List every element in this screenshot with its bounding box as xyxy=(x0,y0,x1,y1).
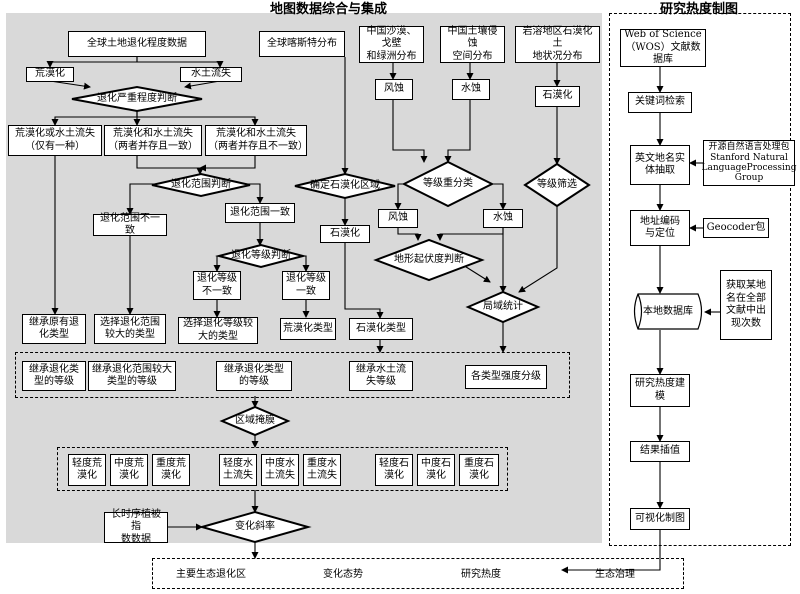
grade-overlay-label: 等级重分类 xyxy=(423,178,473,189)
desert-type-box: 荒漠化类型 xyxy=(280,318,336,340)
research-heat-panel xyxy=(609,13,791,546)
light-desertification-box: 轻度荒 漠化 xyxy=(68,454,106,486)
range-inconsistent-box: 退化范围不一致 xyxy=(93,213,167,236)
range-judgment-label: 退化范围判断 xyxy=(171,179,231,190)
rocky-left-box: 石漠化 xyxy=(320,225,370,243)
china-desert-box: 中国沙漠、戈壁 和绿洲分布 xyxy=(359,26,424,63)
ndvi-series-box: 长时序植被指 数数据 xyxy=(104,509,168,545)
change-slope-label: 变化斜率 xyxy=(235,521,275,532)
grade-screen-diamond: 等级筛选 xyxy=(525,164,589,206)
light-soil-loss-box: 轻度水 土流失 xyxy=(219,454,257,486)
karst-sw-box: 岩溶地区石漠化土 地状况分布 xyxy=(515,26,600,63)
moderate-desertification-box: 中度荒 漠化 xyxy=(110,454,148,486)
severity-class-group xyxy=(57,447,508,491)
select-grade-box: 选择退化等级较 大的类型 xyxy=(178,317,258,344)
severe-soil-loss-box: 重度水 土流失 xyxy=(303,454,341,486)
severe-rocky-box: 重度石 漠化 xyxy=(459,454,499,486)
left-section-title: 地图数据综合与集成 xyxy=(270,2,388,17)
type-intensity-grading-box: 各类型强度分级 xyxy=(465,365,547,389)
geocoder-package-box: Geocoder包 xyxy=(703,218,769,238)
terrain-judgment-diamond: 地形起伏度判断 xyxy=(376,240,482,280)
global-degradation-data-box: 全球土地退化程度数据 xyxy=(68,31,206,57)
severe-desertification-box: 重度荒 漠化 xyxy=(152,454,190,486)
grade-judgment-diamond: 退化等级判断 xyxy=(219,245,303,267)
wind-erosion-top-box: 风蚀 xyxy=(375,79,413,100)
output-group xyxy=(152,558,684,589)
either-type-box: 荒漠化或水土流失 （仅有一种） xyxy=(8,125,102,156)
inherit-large-range-grade-box: 继承退化范围较大 类型的等级 xyxy=(88,361,176,391)
change-slope-diamond: 变化斜率 xyxy=(202,512,308,542)
local-database-cylinder: 本地数据库 xyxy=(630,293,706,330)
inherit-water-grade-box: 继承水土流 失等级 xyxy=(349,361,413,391)
grade-inconsistent-box: 退化等级 不一致 xyxy=(193,271,241,300)
local-statistics-diamond: 局域统计 xyxy=(468,292,538,322)
water-erosion-mid-box: 水蚀 xyxy=(483,209,523,228)
geocode-box: 地址编码 与定位 xyxy=(630,210,690,246)
grade-consistent-box: 退化等级 一致 xyxy=(282,271,330,300)
output-trend: 变化态势 xyxy=(323,568,363,580)
water-erosion-top-box: 水蚀 xyxy=(452,79,490,100)
rocky-region-diamond: 确定石漠化区域 xyxy=(295,174,395,198)
terrain-judgment-label: 地形起伏度判断 xyxy=(394,254,464,265)
region-mask-diamond: 区域掩膜 xyxy=(222,407,288,435)
inherit-type-grade-box: 继承退化类型 的等级 xyxy=(216,361,292,391)
severity-judgment-label: 退化严重程度判断 xyxy=(97,93,177,104)
moderate-rocky-box: 中度石 漠化 xyxy=(417,454,455,486)
output-eco-governance: 生态治理 xyxy=(595,568,635,580)
local-database-label: 本地数据库 xyxy=(643,305,693,317)
severity-judgment-diamond: 退化严重程度判断 xyxy=(72,87,202,111)
range-consistent-box: 退化范围一致 xyxy=(225,203,295,223)
region-mask-label: 区域掩膜 xyxy=(235,415,275,426)
china-erosion-box: 中国土壤侵蚀 空间分布 xyxy=(440,26,505,63)
occurrence-count-box: 获取某地 名在全部 文献中出 现次数 xyxy=(720,270,772,340)
output-research-heat: 研究热度 xyxy=(461,568,501,580)
inherit-type-box: 继承原有退 化类型 xyxy=(22,314,86,344)
keyword-search-box: 关键词检索 xyxy=(628,92,692,113)
grade-judgment-label: 退化等级判断 xyxy=(231,250,291,261)
rocky-right-box: 石漠化 xyxy=(535,86,580,107)
output-eco-region: 主要生态退化区 xyxy=(176,568,246,580)
both-consistent-box: 荒漠化和水土流失 （两者并存且一致） xyxy=(104,125,202,156)
interpolation-box: 结果插值 xyxy=(630,441,690,462)
both-inconsistent-box: 荒漠化和水土流失 （两者并存且不一致） xyxy=(205,125,308,156)
light-rocky-box: 轻度石 漠化 xyxy=(375,454,413,486)
place-extraction-box: 英文地名实 体抽取 xyxy=(630,145,690,185)
rocky-type-box: 石漠化类型 xyxy=(349,318,413,340)
heat-model-box: 研究热度建 模 xyxy=(630,374,690,407)
rocky-region-label: 确定石漠化区域 xyxy=(310,180,380,191)
grade-overlay-diamond: 等级重分类 xyxy=(404,162,492,206)
global-karst-box: 全球喀斯特分布 xyxy=(259,31,345,57)
inherit-degradation-grade-box: 继承退化类 型的等级 xyxy=(22,361,86,391)
grade-inherit-group xyxy=(15,352,570,398)
local-statistics-label: 局域统计 xyxy=(483,301,523,312)
grade-screen-label: 等级筛选 xyxy=(537,179,577,190)
stanford-nlp-box: 开源自然语言处理包 Stanford Natural LanguageProce… xyxy=(702,140,796,186)
wind-erosion-mid-box: 风蚀 xyxy=(378,209,418,228)
soil-loss-box: 水土流失 xyxy=(180,67,242,82)
wos-database-box: Web of Science （WOS）文献数据库 xyxy=(620,29,706,67)
visualization-box: 可视化制图 xyxy=(630,508,690,530)
desertification-box: 荒漠化 xyxy=(26,67,74,82)
select-range-box: 选择退化范围 较大的类型 xyxy=(94,314,166,344)
moderate-soil-loss-box: 中度水 土流失 xyxy=(261,454,299,486)
range-judgment-diamond: 退化范围判断 xyxy=(152,174,250,196)
